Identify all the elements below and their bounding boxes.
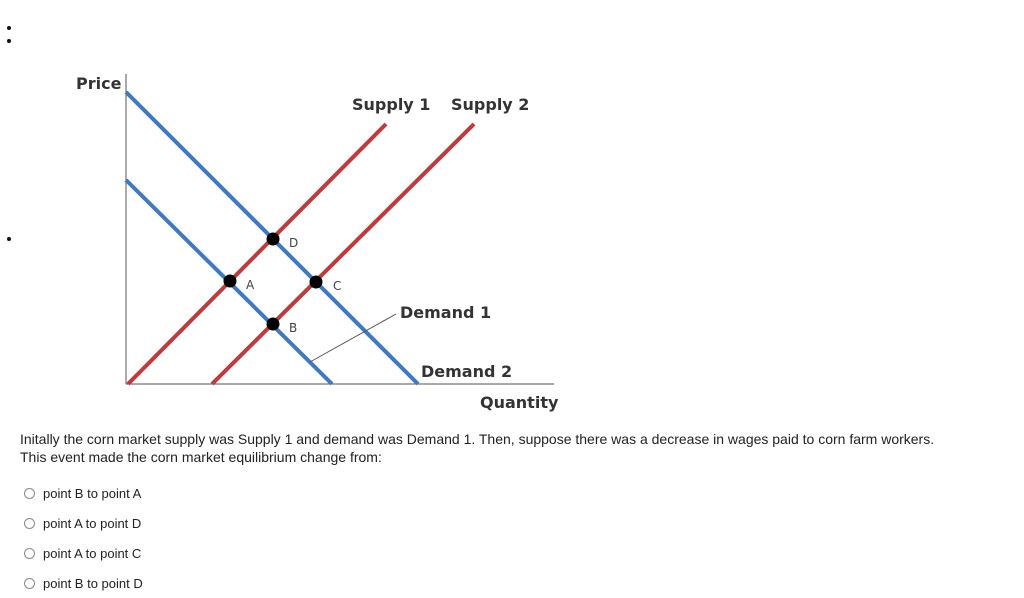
radio-button[interactable] [24,577,35,589]
question-line-2: This event made the corn market equilibr… [20,449,382,465]
answer-options: point B to point A point A to point D po… [24,478,143,598]
option-label: point B to point A [43,485,142,501]
supply-2-curve [210,122,476,386]
x-axis-label: Quantity [480,393,559,412]
question-line-1: Initally the corn market supply was Supp… [20,431,935,447]
question-text: Initally the corn market supply was Supp… [20,430,1020,466]
option-label: point A to point D [43,515,142,531]
point-d-label: D [289,236,298,250]
side-dot [7,39,11,43]
option-b-to-a[interactable]: point B to point A [24,478,143,508]
option-label: point A to point C [43,545,142,561]
point-c-marker [309,275,323,289]
supply-2-label: Supply 2 [451,95,529,114]
supply-1-label: Supply 1 [352,95,430,114]
side-dot [7,26,11,30]
radio-button[interactable] [24,487,35,499]
point-b-label: B [289,321,297,335]
radio-button[interactable] [24,547,35,559]
point-a-label: A [246,278,255,292]
point-d-marker [266,232,280,246]
option-b-to-d[interactable]: point B to point D [24,568,143,598]
point-b-marker [266,317,280,331]
supply-1-curve [126,122,388,386]
option-label: point B to point D [43,575,143,591]
side-dot [7,237,11,241]
demand-2-label: Demand 2 [421,362,512,381]
demand-1-pointer [309,313,397,363]
point-c-label: C [333,279,341,293]
supply-demand-graph: A B C D Price Quantity Supply 1 Supply 2… [76,74,559,412]
demand-1-label: Demand 1 [400,303,491,322]
point-a-marker [223,274,237,288]
option-a-to-d[interactable]: point A to point D [24,508,143,538]
y-axis-label: Price [76,74,122,93]
radio-button[interactable] [24,517,35,529]
option-a-to-c[interactable]: point A to point C [24,538,143,568]
